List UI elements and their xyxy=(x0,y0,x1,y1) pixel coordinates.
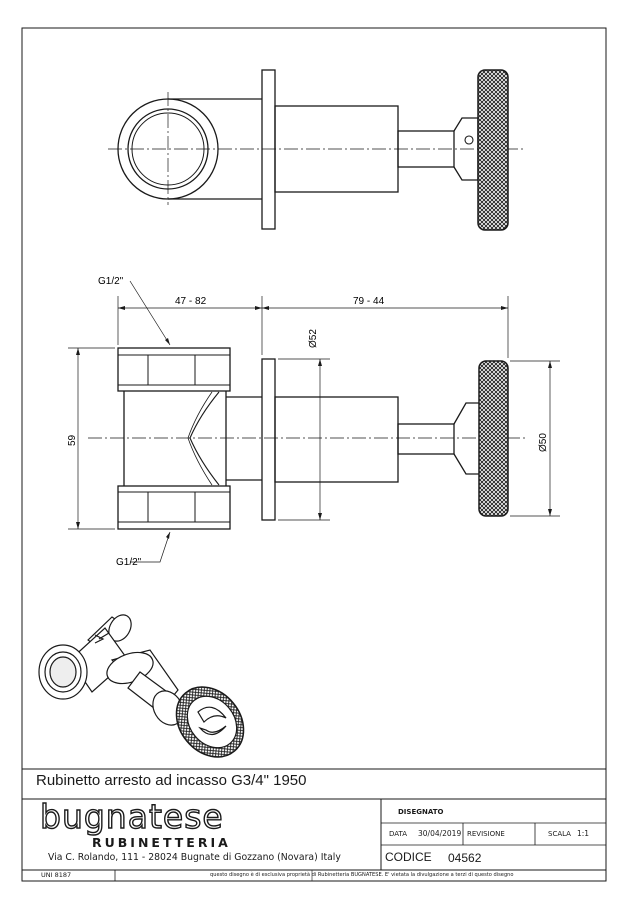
knurled-handle-top xyxy=(477,69,509,231)
scale-label: SCALA xyxy=(548,830,571,838)
isometric-view xyxy=(38,614,245,758)
flange-diameter-label: Ø52 xyxy=(308,329,319,348)
disegnato-label: DISEGNATO xyxy=(398,808,444,816)
company-address: Via C. Rolando, 111 - 28024 Bugnate di G… xyxy=(48,852,341,863)
dimension-lines xyxy=(68,280,560,563)
drawing-title: Rubinetto arresto ad incasso G3/4" 1950 xyxy=(36,772,307,789)
ownership-notice: questo disegno è di esclusiva proprietà … xyxy=(210,872,514,878)
bottom-thread-label: G1/2" xyxy=(116,557,142,568)
sheet-border xyxy=(21,27,607,882)
standard-label: UNI 8187 xyxy=(41,871,72,879)
brand-logo-subtitle: RUBINETTERIA xyxy=(92,835,231,850)
dimension-arrows xyxy=(76,306,552,539)
brand-logo: bugnatese xyxy=(39,797,224,836)
flange-top xyxy=(261,69,276,230)
height-label: 59 xyxy=(67,434,78,446)
date-label: DATA xyxy=(389,830,408,838)
top-view xyxy=(108,69,525,231)
handle-diameter-label: Ø50 xyxy=(538,433,549,452)
code-label: CODICE xyxy=(385,850,432,864)
revision-label: REVISIONE xyxy=(467,830,505,838)
flange-front xyxy=(261,358,276,521)
code-value: 04562 xyxy=(448,851,482,865)
scale-value: 1:1 xyxy=(577,829,590,838)
top-thread-label: G1/2" xyxy=(98,276,124,287)
front-view: G1/2" 47 - 82 79 - 44 59 Ø52 Ø50 G1/2" xyxy=(67,276,560,568)
knurled-handle-front xyxy=(478,360,509,517)
date-value: 30/04/2019 xyxy=(418,829,462,838)
body-length-label: 47 - 82 xyxy=(175,296,207,307)
extension-label: 79 - 44 xyxy=(353,296,385,307)
